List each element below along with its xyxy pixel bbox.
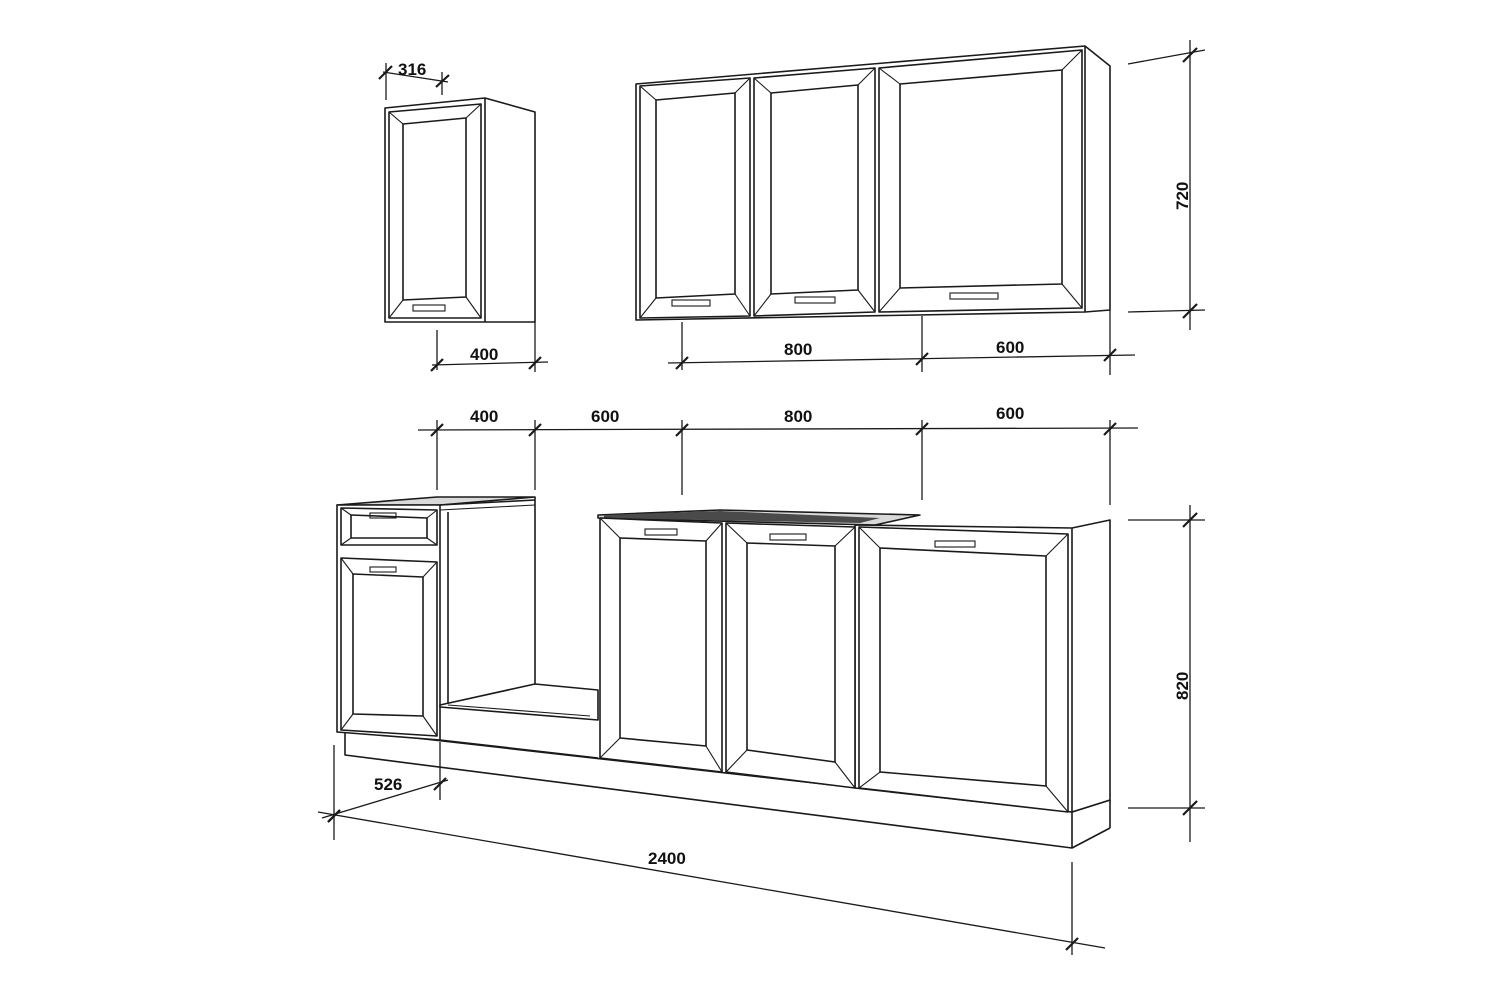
base-door-a-handle [644,528,678,536]
base-cabinets [336,496,1111,849]
upper-door-3-handle [949,292,999,300]
upper-left-cabinet [384,97,536,323]
dim-total-width: 2400 [648,849,686,868]
drawer-cabinet [336,496,536,741]
open-niche [439,497,599,759]
dim-lower-w1: 400 [470,407,498,426]
dim-lower-w2: 600 [591,407,619,426]
dimension-lines [317,40,1206,955]
drawer-cabinet-door-handle [369,566,397,573]
dim-upper-mid-width: 800 [784,340,812,359]
drawer-handle [369,512,397,519]
dim-upper-left-width: 400 [470,345,498,364]
base-door-c-handle [934,540,976,548]
dim-lower-depth: 526 [374,775,402,794]
dim-lower-w3: 800 [784,407,812,426]
upper-right-cabinets [635,45,1111,321]
sink-and-right-base [597,509,1111,813]
dim-upper-right-width: 600 [996,338,1024,357]
dim-lower-w4: 600 [996,404,1024,423]
upper-door-2-handle [794,296,836,304]
dim-lower-height: 820 [1173,672,1192,700]
base-door-b-handle [769,533,807,541]
upper-left-handle [412,304,446,312]
upper-door-1-handle [671,299,711,307]
dim-upper-left-depth: 316 [398,60,426,79]
dim-upper-height: 720 [1173,182,1192,210]
